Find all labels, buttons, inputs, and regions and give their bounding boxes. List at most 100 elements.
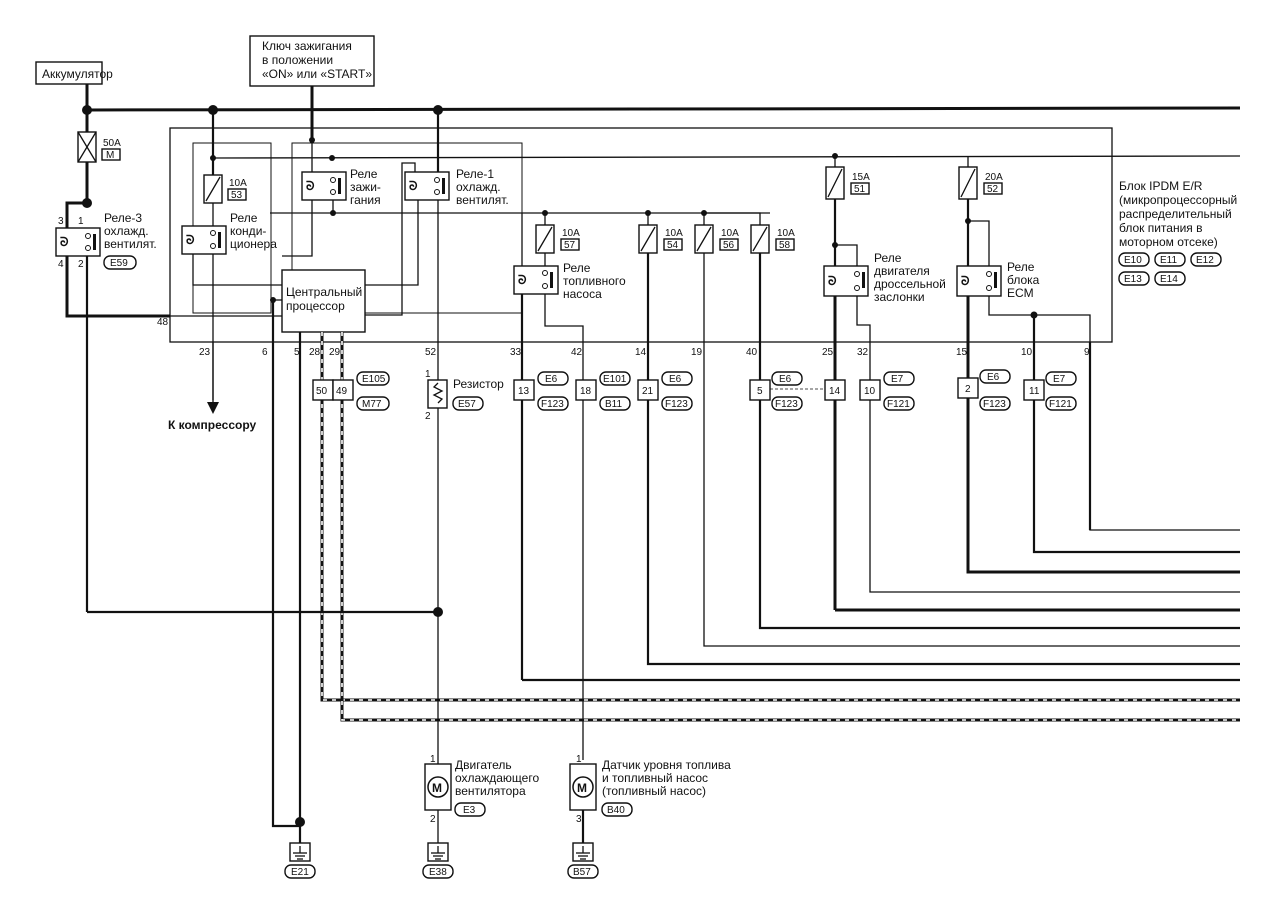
relay-fan1-label-1: Реле-1 [456, 167, 494, 181]
jc-18-top: E101 [603, 374, 627, 385]
ipdm-pin-32: 32 [857, 347, 869, 358]
ipdm-pin-19: 19 [691, 347, 703, 358]
ipdm-pin-5: 5 [294, 347, 300, 358]
relay3-connector: E59 [110, 258, 128, 269]
ipdm-pin-28: 28 [309, 347, 321, 358]
jc-pin-50: 50 [316, 386, 328, 397]
fuse-57-rating: 10A [562, 228, 580, 239]
fuse-53-id: 53 [231, 190, 243, 201]
ignition-key-block: Ключ зажигания в положении «ON» или «STA… [249, 35, 375, 87]
battery-block: Аккумулятор [35, 61, 113, 85]
ipdm-conn-e13: E13 [1124, 274, 1142, 285]
svg-text:ᘐ: ᘐ [828, 274, 837, 288]
jc-18-pin: 18 [580, 386, 592, 397]
fan-motor-label-1: Двигатель [455, 758, 512, 772]
relay-ac: ᘐ Реле конди- ционера [181, 211, 282, 400]
fuse-56: 10A 56 [694, 210, 1240, 647]
ipdm-output-wires [87, 300, 1240, 850]
resistor-connector: E57 [458, 399, 476, 410]
resistor-label: Резистор [453, 377, 504, 391]
fuse-53-rating: 10A [229, 178, 247, 189]
fuse-54-id: 54 [667, 240, 679, 251]
jc-13-pin: 13 [518, 386, 530, 397]
jc-pin-49: 49 [336, 386, 348, 397]
relay-ac-label-3: ционера [230, 237, 277, 251]
ipdm-pin-9: 9 [1084, 347, 1090, 358]
relay3-pin-4: 4 [58, 259, 64, 270]
compressor-label: К компрессору [168, 418, 256, 432]
cpu-label-1: Центральный [286, 285, 362, 299]
relay-ecm-label-2: блока [1007, 273, 1040, 287]
ipdm-pin-6: 6 [262, 347, 268, 358]
fuel-sender: M 1 3 Датчик уровня топлива и топливный … [569, 754, 731, 843]
fuse-51: 15A 51 [825, 153, 870, 266]
ipdm-box: 48 [157, 127, 1241, 343]
jc-18-bottom: B11 [605, 399, 622, 410]
ground-e21-label: E21 [291, 867, 309, 878]
ground-e38-label: E38 [429, 867, 447, 878]
main-fuse-id: M [106, 150, 114, 161]
fuel-sender-connector: B40 [607, 805, 625, 816]
ipdm-title-1: Блок IPDM E/R [1119, 179, 1203, 193]
relay-throttle: ᘐ Реле двигателя дроссельной заслонки [823, 244, 1240, 612]
jc-m77: M77 [362, 399, 382, 410]
fan-motor-pin-1: 1 [430, 754, 436, 765]
jc-11-top: E7 [1053, 374, 1066, 385]
battery-label: Аккумулятор [42, 67, 113, 81]
fuel-sender-pin-3: 3 [576, 814, 582, 825]
relay3-label-1: Реле-3 [104, 211, 142, 225]
ignition-key-line3: «ON» или «START» [262, 67, 372, 81]
jc-10-top: E7 [891, 374, 904, 385]
fan-motor-symbol: M [432, 781, 442, 795]
jc-21-top: E6 [669, 374, 682, 385]
ipdm-pin-10: 10 [1021, 347, 1033, 358]
ipdm-pin-25: 25 [822, 347, 834, 358]
ipdm-pin-14: 14 [635, 347, 647, 358]
fuse-52: 20A 52 [958, 156, 1003, 266]
ipdm-conn-e14: E14 [1160, 274, 1178, 285]
ipdm-pin-48: 48 [157, 317, 169, 328]
jc-11-pin: 11 [1029, 386, 1040, 397]
svg-text:ᘐ: ᘐ [186, 233, 195, 247]
svg-text:ᘐ: ᘐ [60, 235, 69, 249]
ground-e38: E38 [422, 842, 454, 879]
jc-2-pin: 2 [965, 384, 971, 395]
cpu-label-2: процессор [286, 299, 345, 313]
jc-21: 21 E6 F123 [637, 371, 693, 411]
relay-throttle-label-4: заслонки [874, 290, 925, 304]
main-fuse-rating: 50A [103, 138, 121, 149]
fuel-sender-symbol: M [577, 781, 587, 795]
relay-ecm-label-3: ECM [1007, 286, 1034, 300]
ipdm-conn-e12: E12 [1196, 255, 1214, 266]
jc-10-bottom: F121 [887, 399, 910, 410]
jc-10: 10 E7 F121 [859, 371, 915, 411]
ipdm-pin-15: 15 [956, 347, 968, 358]
ipdm-pin-33: 33 [510, 347, 522, 358]
relay3-pin-2: 2 [78, 259, 84, 270]
ipdm-pin-40: 40 [746, 347, 758, 358]
joint-connector-50-49: 50 49 E105 M77 [312, 371, 390, 411]
ipdm-pin-29: 29 [329, 347, 341, 358]
jc-13-bottom: F123 [541, 399, 564, 410]
main-bus-wires [82, 84, 1241, 140]
jc-11: 11 E7 F121 [1023, 371, 1077, 411]
ipdm-title-4: блок питания в [1119, 221, 1203, 235]
jc-10-pin: 10 [864, 386, 876, 397]
fuse-53: 10A 53 [203, 110, 247, 226]
ipdm-pin-52: 52 [425, 347, 437, 358]
fan-motor: M 1 2 Двигатель охлаждающего вентилятора… [424, 612, 539, 843]
ground-e21: E21 [284, 842, 316, 879]
fan-motor-label-3: вентилятора [455, 784, 526, 798]
main-fuse-50a: 50A M [77, 110, 121, 208]
relay-ac-label-2: конди- [230, 224, 266, 238]
relay-fuel-label-3: насоса [563, 287, 602, 301]
relay-throttle-label-2: двигателя [874, 264, 930, 278]
relay-fuel-label-2: топливного [563, 274, 626, 288]
fuse-52-id: 52 [987, 184, 999, 195]
ipdm-title-2: (микропроцессорный [1119, 193, 1237, 207]
jc-11-bottom: F121 [1049, 399, 1072, 410]
relay-fuel-pump: ᘐ Реле топливного насоса [513, 213, 626, 760]
jc-2-top: E6 [987, 372, 1000, 383]
jc-14: 14 [824, 379, 846, 401]
relay-1-fan: ᘐ Реле-1 охлажд. вентилят. [365, 110, 509, 612]
